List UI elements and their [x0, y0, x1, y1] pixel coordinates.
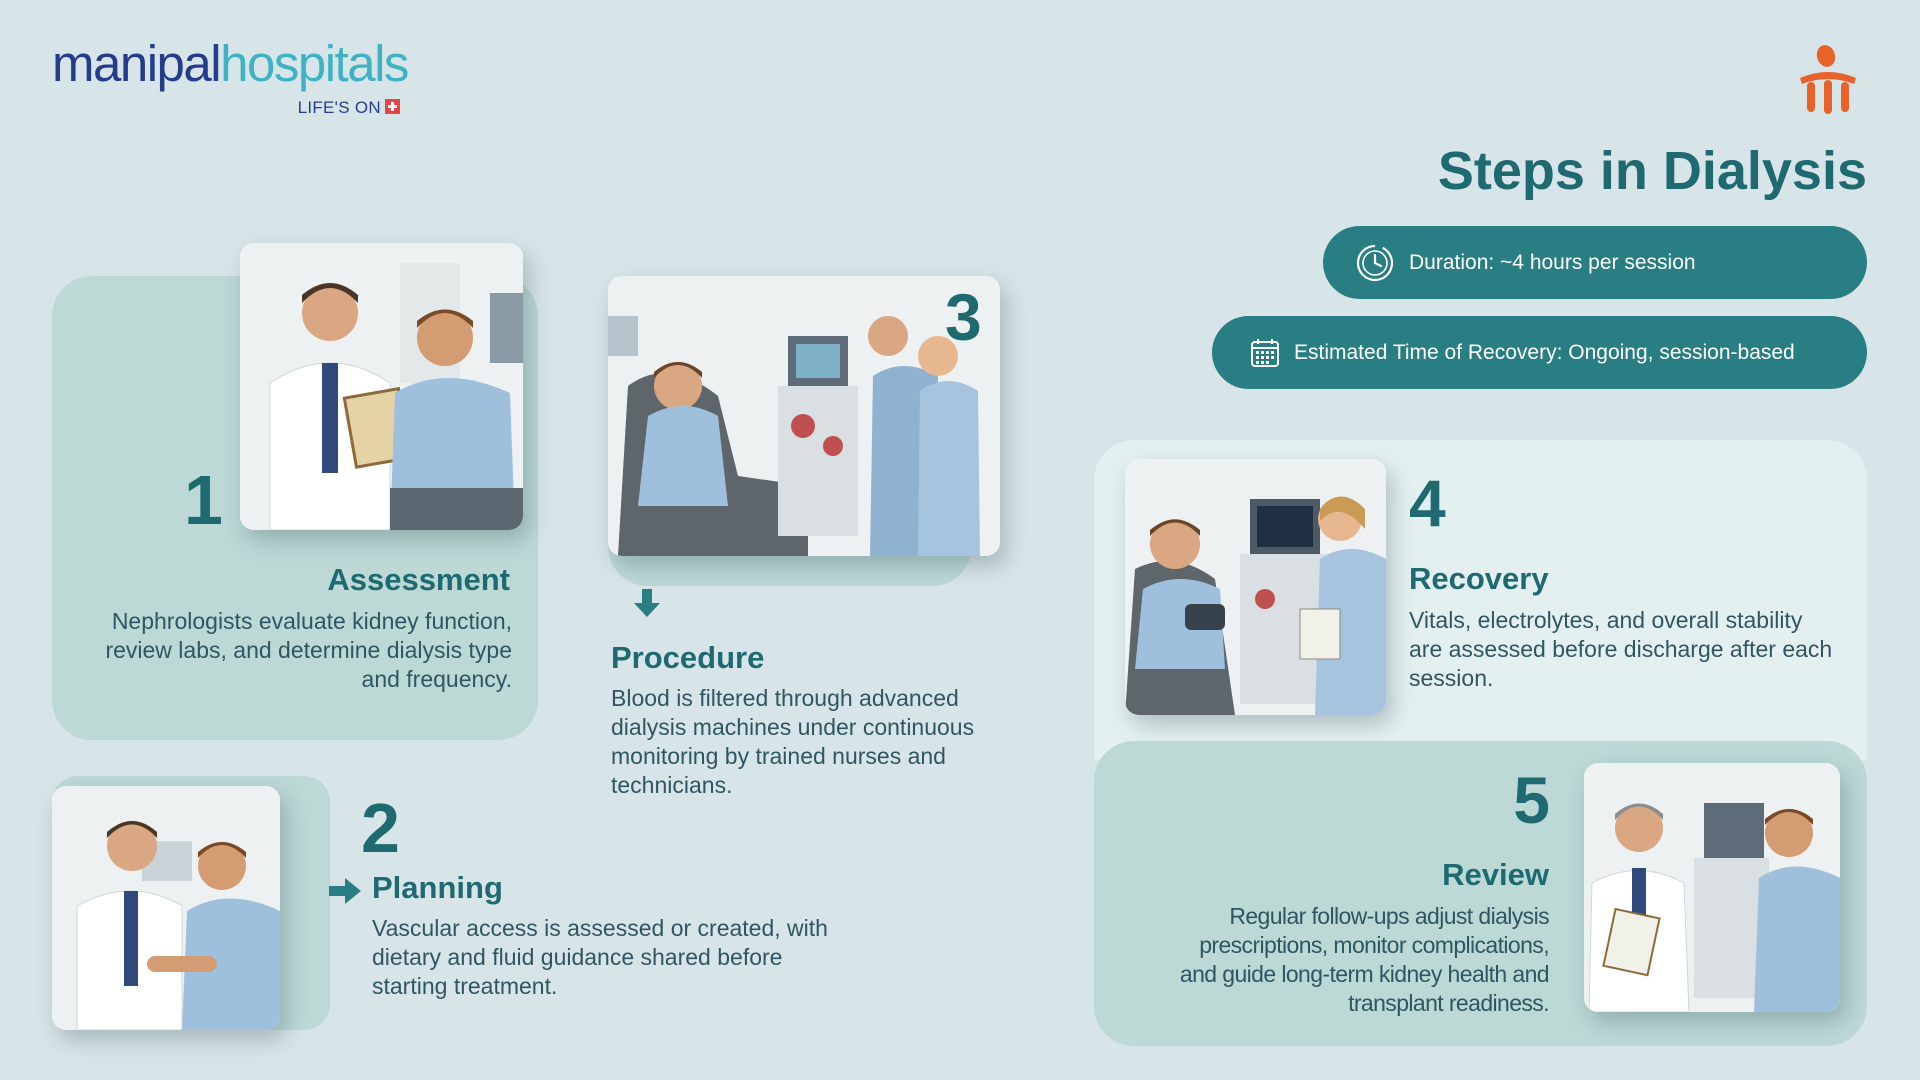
step-2-description: Vascular access is assessed or created, … [372, 915, 828, 999]
plus-icon [385, 99, 400, 114]
step-4-photo [1125, 459, 1386, 715]
page-title: Steps in Dialysis [1437, 141, 1867, 201]
duration-pill: Duration: ~4 hours per session [1323, 226, 1867, 299]
brand-tagline: LIFE'S ON [298, 98, 400, 118]
arrow-right-icon [329, 878, 361, 904]
step-2-number: 2 [361, 789, 400, 867]
step-4-title: Recovery [1409, 561, 1549, 596]
duration-text: Duration: ~4 hours per session [1409, 250, 1696, 274]
step-3-description: Blood is filtered through advanced dialy… [611, 685, 975, 798]
step-3-photo [608, 276, 1000, 556]
recovery-text: Estimated Time of Recovery: Ongoing, ses… [1294, 340, 1795, 364]
step-5-title: Review [1442, 857, 1549, 892]
brand-logo: manipalhospitals LIFE'S ON [52, 38, 412, 122]
calendar-icon [1251, 338, 1279, 367]
step-1-photo [240, 243, 523, 530]
step-3-title: Procedure [611, 640, 765, 675]
step-5-number: 5 [1513, 763, 1550, 837]
step-1-title: Assessment [327, 562, 510, 597]
step-4-description: Vitals, electrolytes, and overall stabil… [1409, 607, 1833, 691]
arrow-down-icon [634, 589, 660, 617]
step-5-photo [1584, 763, 1840, 1012]
brand-name: manipalhospitals [52, 35, 409, 92]
step-5-description: Regular follow-ups adjust dialysis presc… [1179, 903, 1550, 1016]
step-1-number: 1 [184, 461, 223, 539]
recovery-pill: Estimated Time of Recovery: Ongoing, ses… [1212, 316, 1867, 389]
step-1-description: Nephrologists evaluate kidney function, … [105, 608, 512, 692]
step-4-number: 4 [1409, 466, 1446, 540]
logo-mark-icon [1800, 45, 1856, 114]
step-2-photo [52, 786, 280, 1030]
timer-icon [1356, 244, 1394, 281]
step-2-title: Planning [372, 870, 503, 905]
step-3-number: 3 [945, 280, 982, 354]
